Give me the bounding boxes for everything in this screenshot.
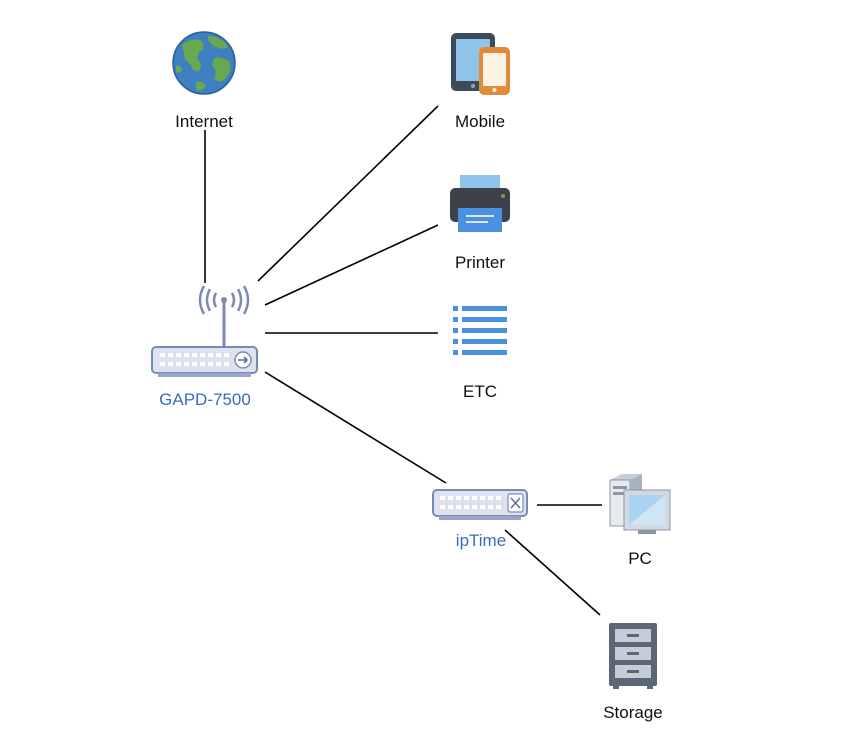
node-label-printer: Printer bbox=[455, 253, 505, 272]
node-iptime[interactable]: ipTime bbox=[432, 489, 528, 550]
globe-icon bbox=[172, 31, 236, 95]
node-label-internet: Internet bbox=[175, 112, 233, 131]
node-gapd-7500[interactable]: GAPD-7500 bbox=[151, 285, 258, 409]
printer-icon bbox=[450, 175, 510, 232]
node-storage[interactable]: Storage bbox=[603, 623, 663, 722]
edge-gapd-printer bbox=[264, 224, 439, 306]
node-etc[interactable]: ETC bbox=[453, 306, 507, 401]
node-label-etc: ETC bbox=[463, 382, 497, 401]
mobile-devices-icon bbox=[451, 33, 510, 95]
node-label-gapd-7500: GAPD-7500 bbox=[159, 390, 251, 409]
desktop-pc-icon bbox=[609, 474, 671, 534]
edge-gapd-iptime bbox=[264, 371, 447, 484]
node-label-pc: PC bbox=[628, 549, 652, 568]
node-internet[interactable]: Internet bbox=[172, 31, 236, 131]
node-label-iptime: ipTime bbox=[456, 531, 506, 550]
node-pc[interactable]: PC bbox=[609, 474, 671, 568]
list-icon bbox=[453, 306, 507, 355]
node-label-storage: Storage bbox=[603, 703, 663, 722]
edge-gapd-mobile bbox=[257, 105, 439, 282]
network-switch-icon bbox=[432, 489, 528, 520]
node-label-mobile: Mobile bbox=[455, 112, 505, 131]
node-mobile[interactable]: Mobile bbox=[451, 33, 510, 131]
node-printer[interactable]: Printer bbox=[450, 175, 510, 272]
edge-iptime-storage bbox=[504, 529, 601, 616]
connections bbox=[204, 105, 602, 616]
wireless-router-icon bbox=[151, 285, 258, 377]
file-cabinet-icon bbox=[609, 623, 657, 689]
